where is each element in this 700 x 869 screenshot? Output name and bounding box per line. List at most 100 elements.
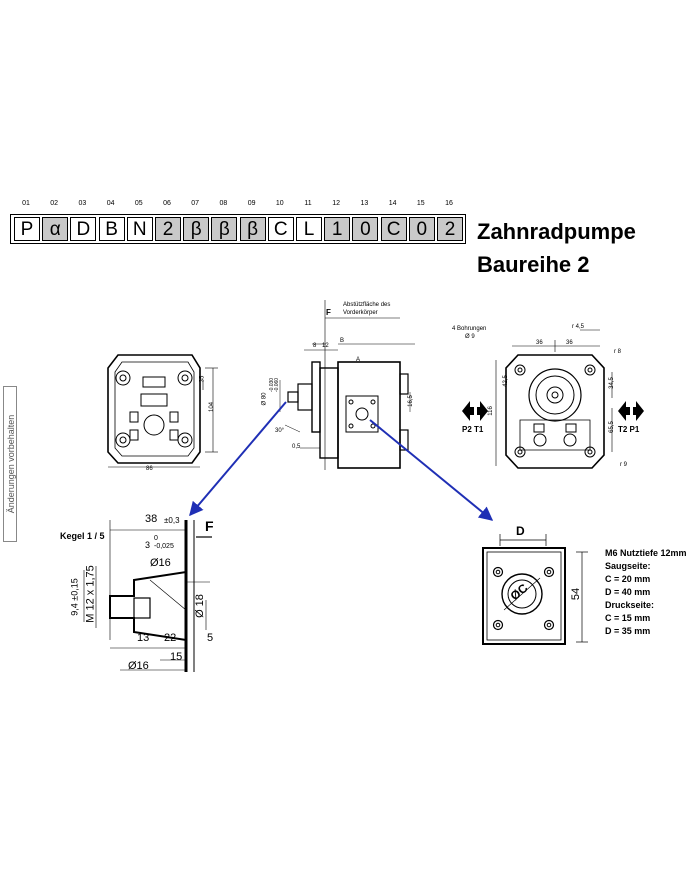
kegel-dim-38: 38	[145, 513, 158, 525]
kegel-dim-13: 13	[137, 632, 150, 644]
rear-dim-345: 34,5	[608, 377, 615, 389]
front-dim-height: 104	[209, 401, 216, 413]
code-cell: β	[183, 217, 210, 241]
side-label-abstutz: Abstützfläche des	[343, 302, 391, 308]
rear-dim-655: 65,5	[608, 421, 615, 433]
kegel-detail-drawing	[83, 520, 212, 672]
side-view-drawing	[279, 300, 415, 470]
spec-line: Saugseite:	[605, 561, 651, 571]
rear-view-drawing	[495, 329, 613, 469]
code-position-number: 09	[247, 200, 256, 207]
flange-dim-54: 54	[570, 587, 583, 601]
side-label-F: F	[326, 308, 331, 317]
code-cell: 0	[352, 217, 379, 241]
code-position-number: 14	[388, 200, 397, 207]
rear-dim-116: 116	[487, 406, 494, 416]
code-cell: D	[70, 217, 97, 241]
front-dim-35: 35	[199, 375, 206, 383]
code-position-number: 03	[78, 200, 87, 207]
code-position-number: 16	[445, 200, 453, 207]
code-cell: C	[267, 217, 294, 241]
code-cell: C	[380, 217, 407, 241]
product-series: Baureihe 2	[477, 252, 590, 277]
side-dim-8: 8	[313, 343, 317, 349]
code-cell: α	[42, 217, 69, 241]
code-position-number: 02	[50, 200, 59, 207]
kegel-dim-3: 3	[145, 540, 151, 550]
code-position-number: 06	[163, 200, 171, 207]
spec-line: C = 20 mm	[605, 574, 651, 584]
code-position-number: 01	[22, 200, 30, 207]
side-note-box: Änderungen vorbehalten	[3, 386, 17, 542]
side-dim-165: 16,5	[407, 395, 414, 407]
code-position-numbers: 01 02 03 04 05 06 07 08 09 10 11 12 13 14 15 16	[10, 200, 466, 212]
flange-detail-drawing	[482, 534, 588, 645]
code-cell: L	[296, 217, 322, 241]
code-position-number: 08	[219, 200, 228, 207]
kegel-dim-15: 15	[170, 651, 183, 663]
front-view-drawing	[107, 354, 218, 468]
code-cell: P	[14, 217, 40, 241]
code-cell: 2	[155, 217, 181, 241]
side-dim-tolerance: -0.030 -0.060	[269, 377, 281, 393]
side-dim-d80: Ø 80	[261, 392, 268, 406]
side-dim-30: 30°	[275, 428, 285, 434]
code-cell: N	[126, 217, 153, 241]
rear-dim-36a: 36	[536, 340, 543, 346]
kegel-dim-d16a: Ø16	[150, 557, 171, 569]
rotation-arrow-right-icon	[618, 401, 644, 421]
kegel-dim-d16b: Ø16	[128, 660, 149, 672]
spec-line: Druckseite:	[605, 600, 655, 610]
flange-label-D: D	[516, 524, 525, 538]
rear-dim-r8: r 8	[614, 349, 622, 355]
kegel-tol-38: ±0,3	[164, 516, 180, 525]
rear-dim-36b: 36	[566, 340, 573, 346]
side-dim-12: 12	[322, 343, 329, 349]
product-title: Zahnradpumpe	[477, 219, 636, 244]
code-cell: 2	[437, 217, 463, 241]
rear-label-p2t1: P2 T1	[462, 425, 484, 434]
kegel-dim-5: 5	[207, 632, 214, 644]
code-position-number: 12	[332, 200, 341, 207]
rear-label-d9: Ø 9	[465, 334, 475, 340]
rear-dim-r45: r 4,5	[572, 324, 585, 330]
kegel-thread: M 12 x 1,75	[84, 565, 97, 623]
callout-arrow-kegel	[189, 401, 287, 517]
side-dim-B: B	[340, 338, 345, 344]
code-position-number: 07	[191, 200, 200, 207]
rear-label-t2p1: T2 P1	[618, 425, 640, 434]
kegel-tol-3: 0 -0,025	[154, 535, 174, 550]
code-position-number: 04	[106, 200, 115, 207]
rear-dim-425: 42,5	[502, 375, 509, 387]
rear-label-bohrungen: 4 Bohrungen	[452, 326, 487, 332]
kegel-title: Kegel 1 / 5	[60, 531, 105, 541]
code-position-number: 05	[134, 200, 143, 207]
rear-dim-r9: r 9	[620, 462, 628, 468]
code-position-number: 11	[304, 200, 312, 207]
rotation-arrow-left-icon	[462, 401, 488, 421]
spec-line: D = 40 mm	[605, 587, 651, 597]
spec-line: M6 Nutztiefe 12mm	[605, 548, 687, 558]
flange-specs: M6 Nutztiefe 12mm Saugseite: C = 20 mm D…	[605, 547, 687, 638]
code-position-number: 13	[360, 200, 369, 207]
side-dim-A: A	[356, 357, 361, 363]
code-position-number: 10	[275, 200, 284, 207]
code-cell: 1	[324, 217, 351, 241]
callout-arrow-flange	[369, 419, 494, 521]
code-cell: β	[211, 217, 238, 241]
code-position-number: 15	[416, 200, 425, 207]
spec-line: C = 15 mm	[605, 613, 651, 623]
code-cell: 0	[408, 217, 435, 241]
side-label-vorderkoerper: Vorderkörper	[343, 310, 378, 316]
kegel-dim-d18: Ø 18	[193, 594, 206, 618]
kegel-dim-94: 9,4 ±0,15	[69, 578, 80, 616]
front-dim-width: 86	[146, 466, 153, 472]
kegel-label-F: F	[205, 518, 214, 534]
code-cell: B	[98, 217, 125, 241]
code-cell: β	[239, 217, 266, 241]
side-dim-05: 0,5	[292, 444, 301, 450]
kegel-dim-22: 22	[164, 632, 177, 644]
spec-line: D = 35 mm	[605, 626, 651, 636]
